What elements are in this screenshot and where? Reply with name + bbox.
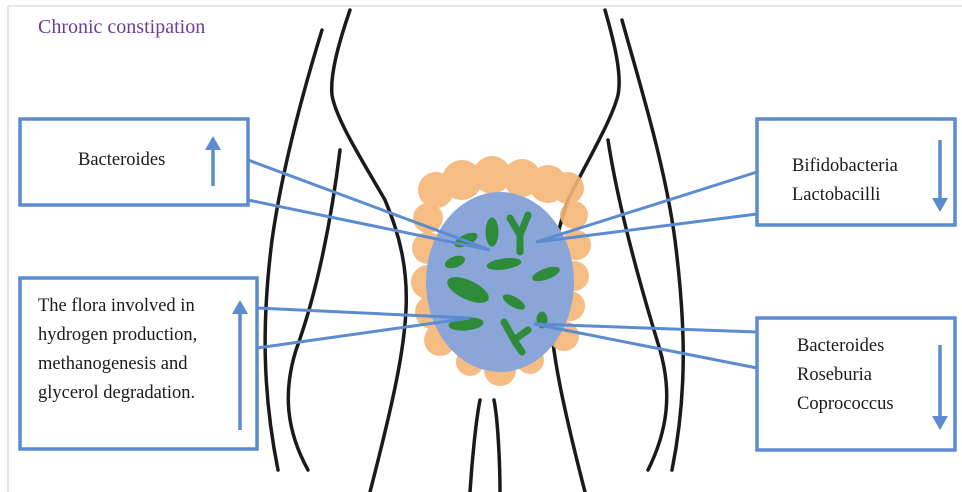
label-line: Coprococcus: [797, 390, 894, 419]
box-label-bacteroides-up: Bacteroides: [78, 146, 165, 175]
page-title: Chronic constipation: [38, 16, 205, 39]
label-line: glycerol degradation.: [38, 379, 197, 408]
box-label-flora-up: The flora involved in hydrogen productio…: [38, 292, 197, 408]
label-line: Bacteroides: [78, 146, 165, 175]
label-line: hydrogen production,: [38, 321, 197, 350]
label-line: Roseburia: [797, 361, 894, 390]
label-line: Lactobacilli: [792, 181, 898, 210]
box-label-bifido-down: Bifidobacteria Lactobacilli: [792, 152, 898, 210]
label-line: methanogenesis and: [38, 350, 197, 379]
box-label-bacteroides-group-down: Bacteroides Roseburia Coprococcus: [797, 332, 894, 419]
label-line: Bacteroides: [797, 332, 894, 361]
label-line: Bifidobacteria: [792, 152, 898, 181]
label-line: The flora involved in: [38, 292, 197, 321]
